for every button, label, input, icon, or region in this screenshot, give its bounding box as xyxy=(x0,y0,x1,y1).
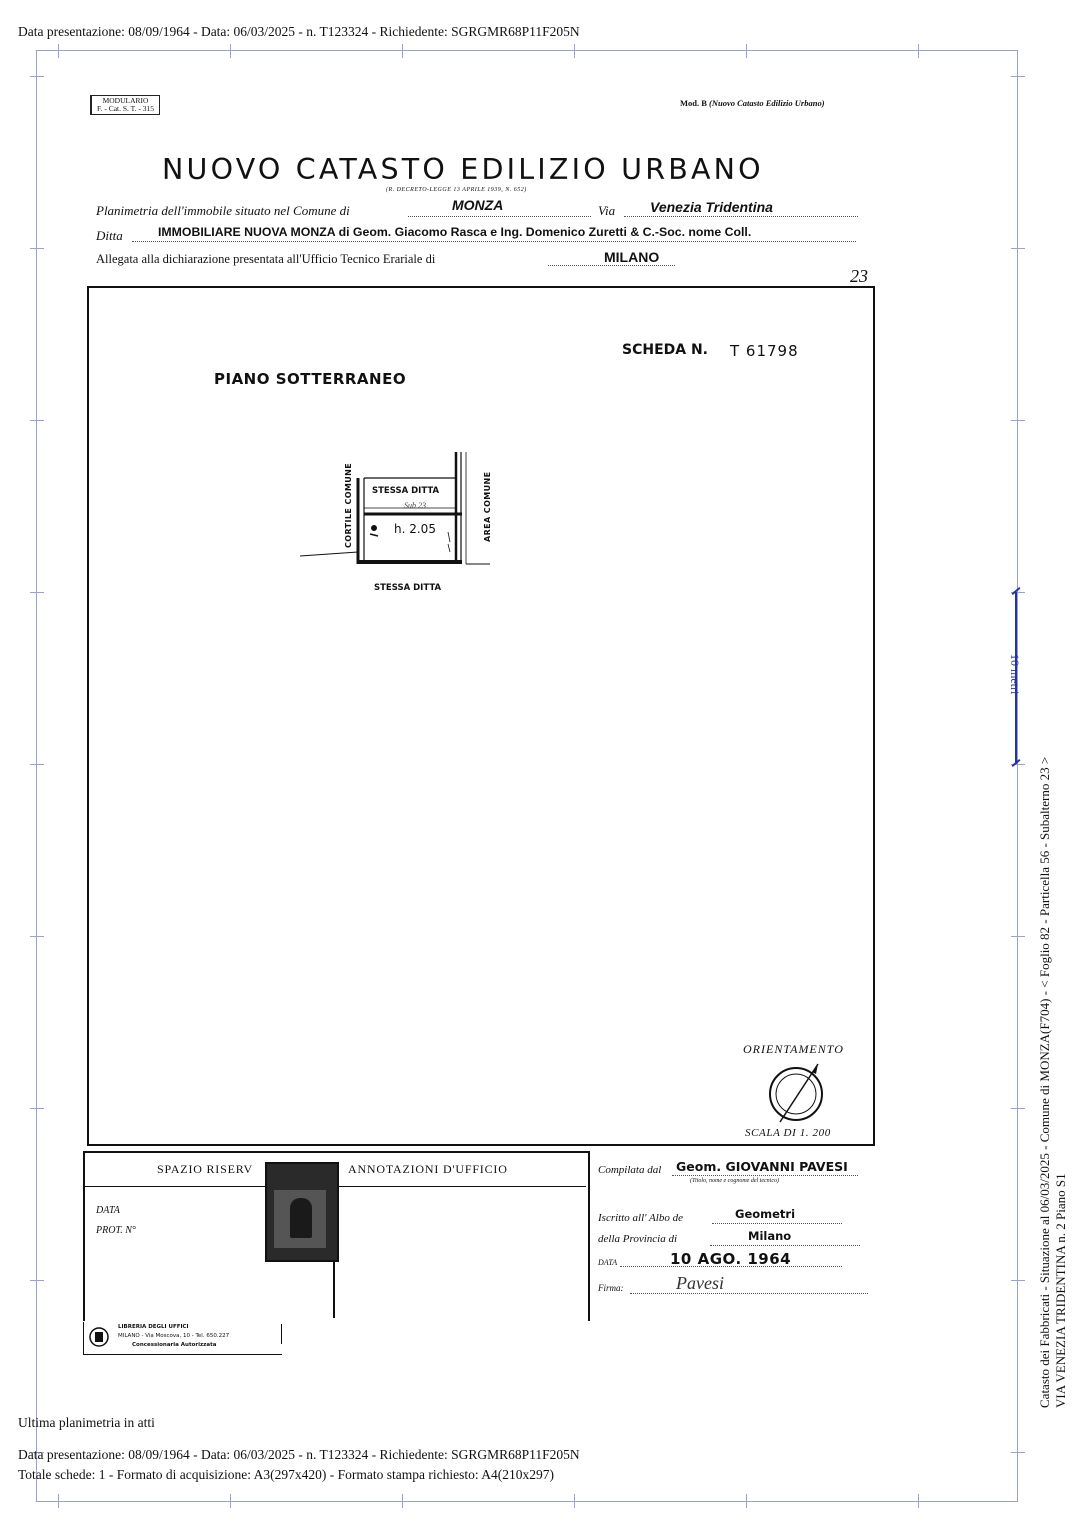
printer-logo-icon xyxy=(89,1327,109,1347)
ufficio-value: MILANO xyxy=(604,249,660,265)
mod-b-label: Mod. B (Nuovo Catasto Edilizio Urbano) xyxy=(680,98,825,108)
compilata-value: Geom. GIOVANNI PAVESI xyxy=(676,1159,848,1174)
footer-line2: Totale schede: 1 - Formato di acquisizio… xyxy=(18,1467,554,1482)
piano-label: PIANO SOTTERRANEO xyxy=(214,370,407,388)
label-stessa-ditta-top: STESSA DITTA xyxy=(372,486,440,496)
printer-imprint: LIBRERIA DEGLI UFFICI MILANO - Via Mosco… xyxy=(83,1322,282,1355)
scheda-label: SCHEDA N. xyxy=(622,342,709,358)
label-area-comune: AREA COMUNE xyxy=(483,471,492,542)
mod-b-prefix: Mod. B xyxy=(680,98,707,108)
orientamento-label: ORIENTAMENTO xyxy=(743,1042,844,1056)
modulario-box: MODULARIO F. - Cat. S. T. - 315 xyxy=(90,95,161,115)
compilata-label: Compilata dal xyxy=(598,1164,662,1176)
scale-bar-label: 10 metri xyxy=(1008,654,1022,695)
scheda-value: T 61798 xyxy=(730,342,799,360)
modulario-line2: F. - Cat. S. T. - 315 xyxy=(97,104,155,113)
label-stessa-ditta-bottom: STESSA DITTA xyxy=(374,583,442,593)
scale-bar xyxy=(1015,592,1017,764)
room-height-label: h. 2.05 xyxy=(394,522,436,536)
compiler-data-value: 10 AGO. 1964 xyxy=(670,1250,792,1268)
header-top-line: Data presentazione: 08/09/1964 - Data: 0… xyxy=(18,24,580,39)
titolo-note: (Titolo, nome e cognome del tecnico) xyxy=(690,1178,779,1184)
north-arrow-icon xyxy=(769,1063,823,1123)
via-value: Venezia Tridentina xyxy=(650,199,773,215)
label-planimetria: Planimetria dell'immobile situato nel Co… xyxy=(96,203,350,218)
reserved-space-box xyxy=(83,1151,590,1321)
decree-note: (R. DECRETO-LEGGE 13 APRILE 1939, N. 652… xyxy=(386,187,527,193)
plan-area xyxy=(87,286,875,1146)
modulario-line1: MODULARIO xyxy=(102,96,149,105)
albo-label: Iscritto all' Albo de xyxy=(598,1212,683,1224)
firma-value: Pavesi xyxy=(676,1273,724,1293)
label-ditta: Ditta xyxy=(96,228,123,243)
mod-b-suffix: (Nuovo Catasto Edilizio Urbano) xyxy=(709,98,825,108)
label-allegata: Allegata alla dichiarazione presentata a… xyxy=(96,252,436,266)
provincia-label: della Provincia di xyxy=(598,1233,678,1245)
footer-ultima: Ultima planimetria in atti xyxy=(18,1415,155,1430)
reserved-data-label: DATA xyxy=(96,1205,120,1216)
subalterno-number: 23 xyxy=(850,266,868,286)
scala-label: SCALA DI 1. 200 xyxy=(745,1127,831,1139)
label-cortile-comune: CORTILE COMUNE xyxy=(344,462,353,548)
reserved-title-left: SPAZIO RISERV xyxy=(157,1162,254,1176)
provincia-value: Milano xyxy=(748,1229,792,1243)
printer-line3: Concessionaria Autorizzata xyxy=(132,1342,217,1348)
floor-plan-drawing xyxy=(299,452,490,565)
reserved-prot-label: PROT. N° xyxy=(96,1225,136,1236)
comune-value: MONZA xyxy=(452,197,504,213)
document-title: NUOVO CATASTO EDILIZIO URBANO xyxy=(162,153,764,186)
room-sub-label: Sub 23 xyxy=(404,501,426,510)
footer-line1: Data presentazione: 08/09/1964 - Data: 0… xyxy=(18,1447,580,1462)
printer-line1: LIBRERIA DEGLI UFFICI xyxy=(118,1324,189,1330)
side-text-line1: Catasto dei Fabbricati - Situazione al 0… xyxy=(1037,756,1052,1408)
printer-line2: MILANO - Via Moscova, 10 - Tel. 650.227 xyxy=(118,1333,230,1339)
label-via: Via xyxy=(598,203,616,218)
side-text-line2: VIA VENEZIA TRIDENTINA n. 2 Piano S1 xyxy=(1053,1173,1068,1408)
albo-value: Geometri xyxy=(735,1207,796,1221)
reserved-title-right: ANNOTAZIONI D'UFFICIO xyxy=(348,1162,508,1176)
firma-label: Firma: xyxy=(598,1283,624,1293)
compiler-data-label: DATA xyxy=(598,1258,618,1267)
ditta-value: IMMOBILIARE NUOVA MONZA di Geom. Giacomo… xyxy=(158,225,752,239)
